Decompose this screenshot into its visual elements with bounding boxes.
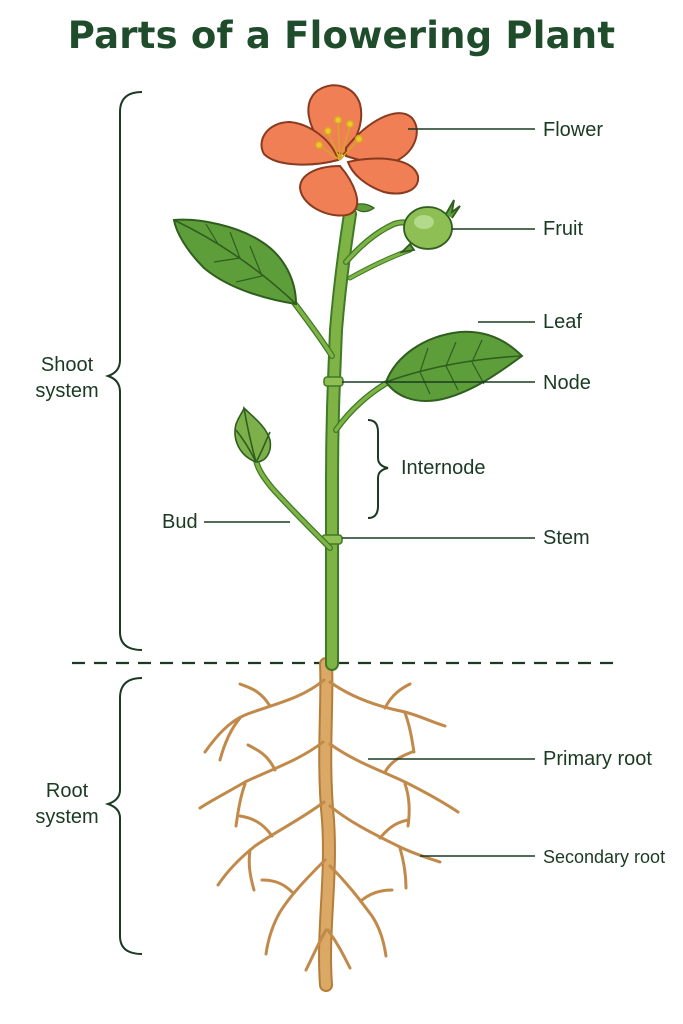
shoot-system-label: Shoot system	[22, 352, 112, 404]
root-system-label-line1: Root	[45, 780, 89, 802]
petal-left	[260, 120, 340, 166]
petal-bottom	[298, 164, 359, 217]
leaf-right	[384, 330, 524, 402]
root-system-bracket	[104, 677, 143, 955]
shoot-system-label-line2: system	[35, 380, 99, 402]
stem	[324, 207, 357, 671]
shoot-system-bracket	[104, 91, 143, 651]
petals	[260, 84, 420, 217]
root-system	[198, 657, 460, 992]
internode-bracket	[367, 419, 389, 519]
label-leaf: Leaf	[543, 311, 582, 333]
fruit	[399, 199, 461, 254]
label-fruit: Fruit	[543, 218, 583, 240]
root-system-label: Root system	[22, 778, 112, 830]
stamens	[314, 115, 364, 161]
petal-right-lower	[346, 157, 420, 195]
leader-lines	[204, 128, 535, 857]
label-flower: Flower	[543, 119, 604, 141]
diagram-title: Parts of a Flowering Plant	[67, 14, 616, 57]
shoot-system-label-line1: Shoot	[40, 354, 94, 376]
node-ring-upper	[323, 376, 344, 387]
label-primary-root: Primary root	[543, 748, 652, 770]
label-node: Node	[543, 372, 591, 394]
label-secondary-root: Secondary root	[543, 847, 666, 867]
label-internode: Internode	[401, 457, 486, 479]
label-stem: Stem	[543, 527, 590, 549]
leaf-left	[172, 218, 298, 306]
root-system-label-line2: system	[35, 806, 99, 828]
flower	[260, 84, 420, 217]
label-bud: Bud	[162, 511, 198, 533]
secondary-roots	[198, 678, 460, 972]
bud	[234, 406, 272, 463]
